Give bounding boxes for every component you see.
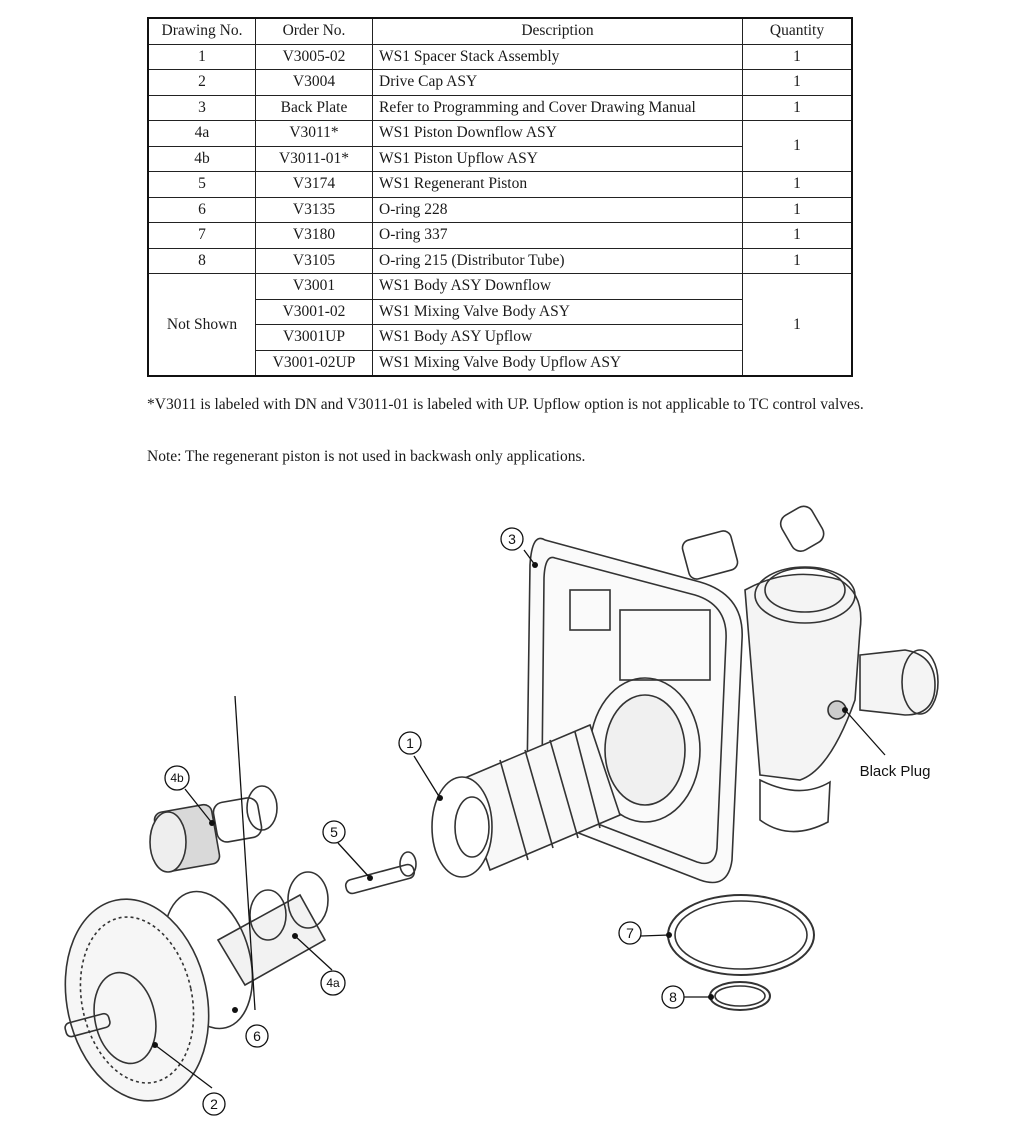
cell-description: WS1 Regenerant Piston <box>372 171 743 198</box>
o-ring-337-inner <box>674 900 808 970</box>
cell-drawing: 5 <box>147 171 256 198</box>
svg-text:5: 5 <box>330 824 338 840</box>
note-text: Note: The regenerant piston is not used … <box>147 448 586 465</box>
header-description: Description <box>372 17 743 45</box>
callout-4b: 4b <box>164 765 190 791</box>
piston-upflow-drawing <box>149 785 278 873</box>
callout-3: 3 <box>500 527 524 551</box>
cell-drawing: 6 <box>147 196 256 223</box>
cell-description: WS1 Piston Downflow ASY <box>372 120 743 147</box>
o-ring-337-drawing <box>667 894 815 976</box>
cell-drawing: 4b <box>147 145 256 172</box>
table-row: 3 Back Plate Refer to Programming and Co… <box>147 94 853 121</box>
cell-quantity: 1 <box>742 69 853 96</box>
callout-5: 5 <box>322 820 346 844</box>
cell-description: WS1 Spacer Stack Assembly <box>372 43 743 70</box>
callout-1: 1 <box>398 731 422 755</box>
svg-text:1: 1 <box>406 735 414 751</box>
cell-description: WS1 Mixing Valve Body Upflow ASY <box>372 349 743 377</box>
cell-description: WS1 Body ASY Upflow <box>372 324 743 351</box>
callout-7: 7 <box>618 921 642 945</box>
cell-order: V3105 <box>255 247 373 274</box>
table-row: 8 V3105 O-ring 215 (Distributor Tube) 1 <box>147 247 853 274</box>
leader-dots <box>152 562 848 1048</box>
table-header-row: Drawing No. Order No. Description Quanti… <box>147 17 853 45</box>
svg-text:6: 6 <box>253 1028 261 1044</box>
cell-quantity: 1 <box>742 94 853 121</box>
table-row: 4b V3011-01* WS1 Piston Upflow ASY <box>147 145 852 172</box>
regenerant-piston-drawing <box>344 851 417 895</box>
table-row: 1 V3005-02 WS1 Spacer Stack Assembly 1 <box>147 43 853 70</box>
cell-description: Refer to Programming and Cover Drawing M… <box>372 94 743 121</box>
spacer-stack-drawing <box>431 723 621 878</box>
svg-text:8: 8 <box>669 989 677 1005</box>
cell-order: V3174 <box>255 171 373 198</box>
cell-order: V3180 <box>255 222 373 249</box>
cell-description: Drive Cap ASY <box>372 69 743 96</box>
table-row: Not Shown V3001 WS1 Body ASY Downflow 1 <box>147 273 853 377</box>
parts-table: Drawing No. Order No. Description Quanti… <box>147 17 853 377</box>
cell-quantity: 1 <box>742 43 853 70</box>
cell-quantity: 1 <box>742 120 853 172</box>
cell-description: O-ring 337 <box>372 222 743 249</box>
cell-drawing: 8 <box>147 247 256 274</box>
table-row: 4a V3011* WS1 Piston Downflow ASY 1 <box>147 120 853 172</box>
svg-text:7: 7 <box>626 925 634 941</box>
cell-order: V3135 <box>255 196 373 223</box>
svg-text:4b: 4b <box>170 771 184 785</box>
cell-order: V3001 <box>255 273 373 300</box>
cell-order: V3005-02 <box>255 43 373 70</box>
table-row: V3001-02UP WS1 Mixing Valve Body Upflow … <box>148 349 852 377</box>
cell-order: V3011-01* <box>255 145 373 172</box>
cell-description: WS1 Piston Upflow ASY <box>372 145 743 172</box>
cell-drawing: 7 <box>147 222 256 249</box>
cell-drawing: 4a <box>147 120 256 147</box>
header-order-no: Order No. <box>255 17 373 45</box>
drive-cap-drawing <box>64 898 210 1102</box>
cell-drawing: 1 <box>147 43 256 70</box>
header-drawing-no: Drawing No. <box>147 17 256 45</box>
table-row: 2 V3004 Drive Cap ASY 1 <box>147 69 853 96</box>
exploded-diagram: 3 1 4b 5 4a 6 2 7 <box>64 505 939 1116</box>
table-row: V3001UP WS1 Body ASY Upflow <box>148 324 852 351</box>
callout-6: 6 <box>245 1024 269 1048</box>
cell-drawing: Not Shown <box>147 273 256 377</box>
svg-text:2: 2 <box>210 1096 218 1112</box>
cell-order: Back Plate <box>255 94 373 121</box>
table-row: 6 V3135 O-ring 228 1 <box>147 196 853 223</box>
table-row: V3001-02 WS1 Mixing Valve Body ASY <box>148 298 852 325</box>
valve-body-drawing <box>681 505 939 833</box>
cell-quantity: 1 <box>742 273 853 377</box>
callout-8: 8 <box>661 985 685 1009</box>
cell-order: V3011* <box>255 120 373 147</box>
header-quantity: Quantity <box>742 17 853 45</box>
footnote: *V3011 is labeled with DN and V3011-01 i… <box>147 396 864 413</box>
cell-quantity: 1 <box>742 171 853 198</box>
callout-2: 2 <box>202 1092 226 1116</box>
cell-drawing: 2 <box>147 69 256 96</box>
cell-description: WS1 Body ASY Downflow <box>372 273 743 300</box>
cell-order: V3004 <box>255 69 373 96</box>
cell-drawing: 3 <box>147 94 256 121</box>
o-ring-215-inner <box>714 985 766 1007</box>
cell-order: V3001-02UP <box>255 349 373 377</box>
callout-4a: 4a <box>320 970 346 996</box>
leader-lines <box>154 549 886 1089</box>
cell-order: V3001-02 <box>255 298 373 325</box>
cell-quantity: 1 <box>742 222 853 249</box>
svg-text:4a: 4a <box>326 976 340 990</box>
cell-quantity: 1 <box>742 196 853 223</box>
svg-text:3: 3 <box>508 531 516 547</box>
black-plug-label: Black Plug <box>860 763 931 780</box>
cell-quantity: 1 <box>742 247 853 274</box>
table-row: 7 V3180 O-ring 337 1 <box>147 222 853 249</box>
cell-description: O-ring 228 <box>372 196 743 223</box>
cell-description: O-ring 215 (Distributor Tube) <box>372 247 743 274</box>
table-row: 5 V3174 WS1 Regenerant Piston 1 <box>147 171 853 198</box>
piston-downflow-drawing <box>216 871 329 987</box>
cell-order: V3001UP <box>255 324 373 351</box>
cell-description: WS1 Mixing Valve Body ASY <box>372 298 743 325</box>
